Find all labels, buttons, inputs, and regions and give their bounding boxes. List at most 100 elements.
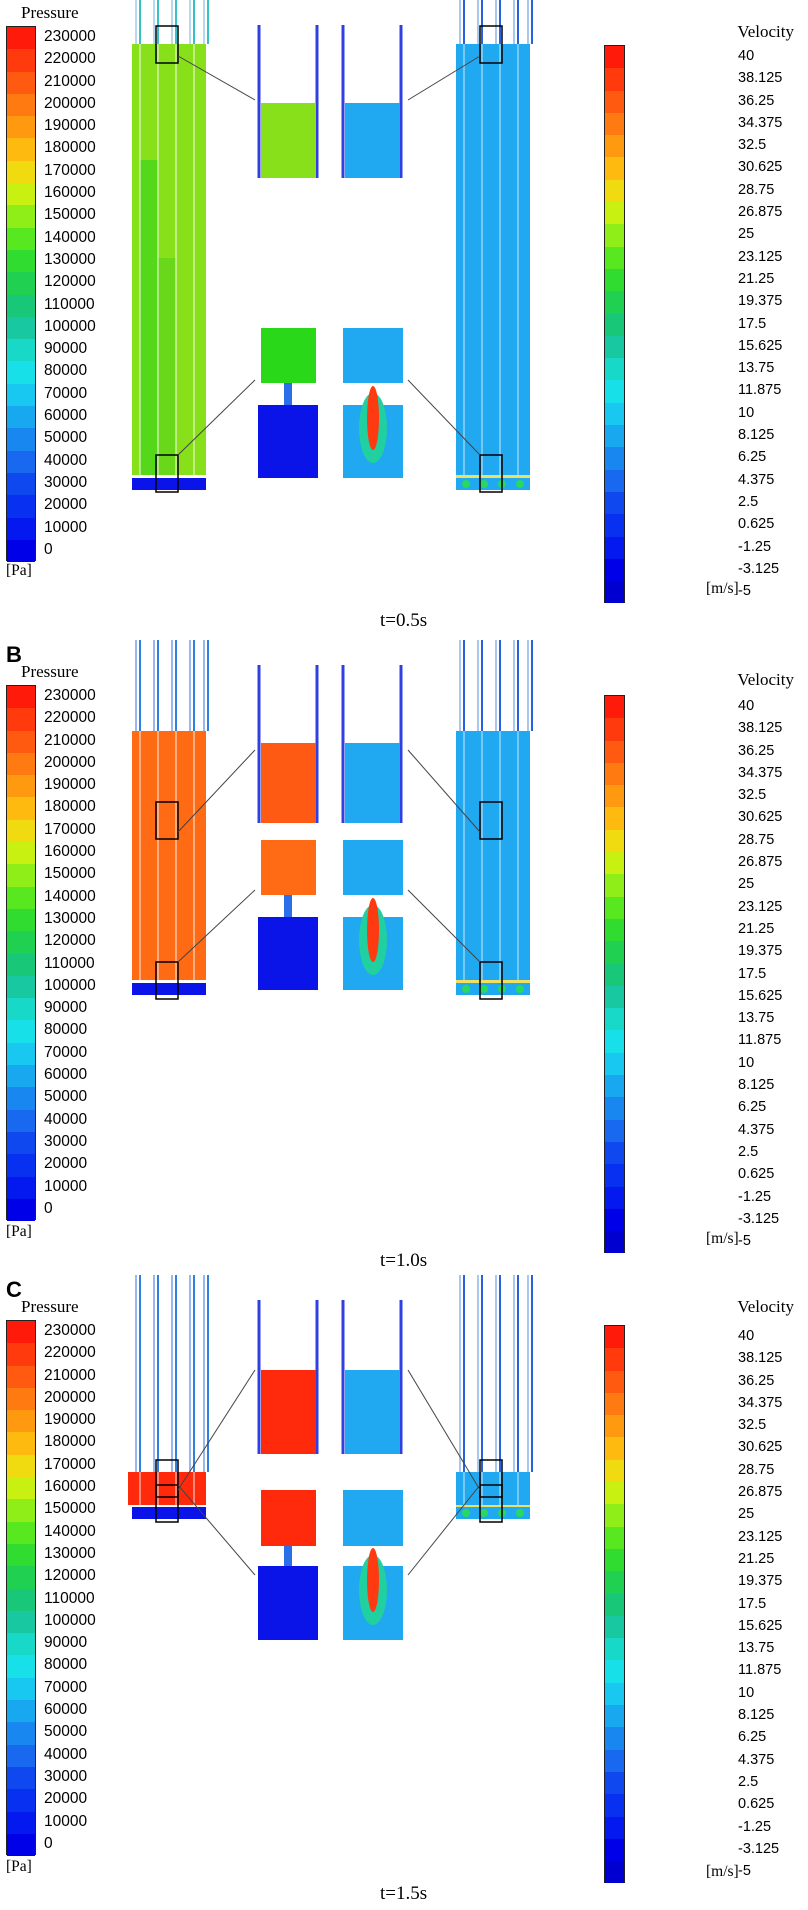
colorbar-swatch	[7, 1198, 35, 1222]
colorbar-swatch	[605, 268, 624, 292]
velocity-base	[456, 1507, 530, 1519]
zoom-box	[479, 961, 503, 1000]
colorbar-tick-label: 0	[44, 1834, 53, 1852]
colorbar-tick-label: 34.375	[738, 1394, 783, 1411]
colorbar-swatch	[605, 1526, 624, 1549]
colorbar-tick-label: 30.625	[738, 1439, 783, 1456]
zoom-liquid	[261, 1490, 316, 1546]
colorbar-tick-label: 150000	[44, 1500, 96, 1518]
colorbar-swatch	[605, 1727, 624, 1750]
zoom-box	[155, 25, 179, 64]
colorbar-tick-label: 190000	[44, 1411, 96, 1429]
colorbar-tick-label: 80000	[44, 1656, 88, 1674]
colorbar-tick-label: 4.375	[738, 471, 775, 488]
colorbar-swatch	[7, 1655, 35, 1678]
colorbar-tick-label: -5	[738, 583, 751, 600]
leader-line	[407, 749, 481, 833]
pressure-unit: [Pa]	[6, 562, 32, 579]
colorbar-swatch	[7, 1477, 35, 1500]
colorbar-tick-label: 130000	[44, 250, 96, 268]
colorbar-swatch	[605, 447, 624, 470]
low-pressure-base	[132, 983, 206, 995]
colorbar-swatch	[605, 896, 624, 919]
colorbar-tick-label: 120000	[44, 1567, 96, 1585]
colorbar-swatch	[605, 1370, 624, 1393]
colorbar-swatch	[7, 316, 35, 340]
colorbar-swatch	[605, 558, 624, 582]
colorbar-tick-label: 140000	[44, 887, 96, 905]
colorbar-swatch	[7, 428, 35, 451]
nozzle-strip	[132, 980, 206, 983]
colorbar-swatch	[7, 1543, 35, 1567]
colorbar-tick-label: 180000	[44, 1433, 96, 1451]
simulation-figure	[132, 640, 533, 1000]
colorbar-swatch	[605, 581, 624, 604]
colorbar-swatch	[7, 953, 35, 976]
colorbar-tick-label: 100000	[44, 317, 96, 335]
colorbar-tick-label: 0	[44, 540, 53, 558]
colorbar-swatch	[7, 183, 35, 206]
zoom-liquid	[345, 103, 400, 178]
colorbar-tick-label: 2.5	[738, 493, 759, 510]
colorbar-swatch	[7, 1410, 35, 1433]
zoom-nozzle	[284, 895, 292, 917]
colorbar-swatch	[7, 1020, 35, 1043]
colorbar-tick-label: 80000	[44, 362, 88, 380]
colorbar-swatch	[7, 886, 35, 909]
pressure-title: Pressure	[21, 3, 79, 22]
colorbar-tick-label: 200000	[44, 94, 96, 112]
colorbar-swatch	[605, 313, 624, 336]
colorbar-tick-label: 23.125	[738, 1528, 783, 1545]
colorbar-tick-label: 110000	[44, 295, 95, 313]
colorbar-tick-label: -5	[738, 1863, 751, 1880]
colorbar-tick-label: 20000	[44, 1155, 88, 1173]
colorbar-swatch	[605, 179, 624, 203]
velocity-title: Velocity	[737, 22, 794, 41]
jet-spot	[480, 985, 488, 993]
colorbar-swatch	[605, 68, 624, 91]
colorbar-tick-label: 36.25	[738, 742, 775, 759]
leader-line	[407, 1484, 481, 1576]
colorbar-tick-label: 20000	[44, 1790, 88, 1808]
colorbar-swatch	[605, 335, 624, 359]
colorbar-tick-label: 160000	[44, 1478, 96, 1496]
colorbar-tick-label: -1.25	[738, 1818, 772, 1835]
colorbar-swatch	[605, 1482, 624, 1505]
colorbar-tick-label: 8.125	[738, 1077, 775, 1094]
colorbar-swatch	[7, 138, 35, 161]
colorbar-tick-label: 140000	[44, 228, 96, 246]
colorbar-tick-label: 17.5	[738, 965, 767, 982]
colorbar-swatch	[7, 1833, 35, 1857]
colorbar-swatch	[7, 361, 35, 384]
colorbar-tick-label: 15.625	[738, 337, 783, 354]
colorbar-swatch	[605, 762, 624, 786]
colorbar-tick-label: 10000	[44, 518, 88, 536]
colorbar-swatch	[605, 358, 624, 381]
leader-line	[177, 1369, 256, 1491]
colorbar-swatch	[7, 1454, 35, 1478]
colorbar-swatch	[605, 1749, 624, 1772]
colorbar-tick-label: 50000	[44, 1088, 88, 1106]
jet-spot	[462, 985, 470, 993]
colorbar-tick-label: 90000	[44, 999, 88, 1017]
colorbar-tick-label: 220000	[44, 1344, 96, 1362]
colorbar-swatch	[605, 90, 624, 113]
time-label: t=1.5s	[380, 1883, 428, 1904]
colorbar-swatch	[7, 71, 35, 94]
leader-line	[177, 379, 256, 456]
colorbar-swatch	[7, 1042, 35, 1066]
colorbar-swatch	[7, 27, 35, 50]
colorbar-tick-label: 10000	[44, 1177, 88, 1195]
colorbar-swatch	[7, 931, 35, 954]
zoom-box	[479, 454, 503, 493]
zoom-box	[479, 1459, 503, 1498]
colorbar-swatch	[605, 1838, 624, 1862]
colorbar-swatch	[605, 135, 624, 158]
colorbar-swatch	[7, 1677, 35, 1701]
colorbar-swatch	[605, 1008, 624, 1031]
time-label: t=0.5s	[380, 610, 428, 631]
colorbar-swatch	[7, 1499, 35, 1522]
